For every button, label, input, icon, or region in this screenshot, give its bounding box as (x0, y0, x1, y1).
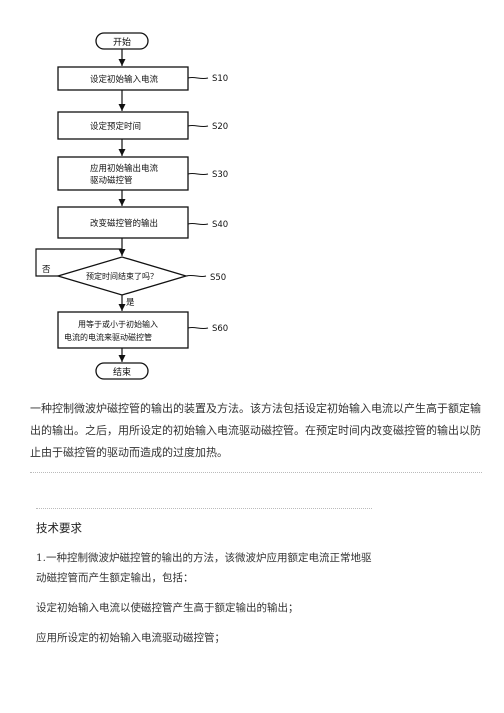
start-label: 开始 (113, 36, 131, 48)
step-text-s40: 改变磁控管的输出 (90, 218, 158, 229)
abstract-text: 一种控制微波炉磁控管的输出的装置及方法。该方法包括设定初始输入电流以产生高于额定… (30, 402, 481, 459)
flowchart: 开始 设定初始输入电流 S10 设定预定时间 S20 应用初始输出电流 驱动磁控… (35, 32, 228, 380)
step-text-s30-line2: 驱动磁控管 (90, 175, 133, 186)
claim-paragraph: 应用所设定的初始输入电流驱动磁控管； (36, 632, 225, 644)
divider (36, 508, 372, 509)
decision-text-s50: 预定时间结束了吗？ (86, 271, 158, 281)
step-ref-s20: S20 (212, 122, 228, 132)
step-box-s10 (57, 66, 189, 91)
step-ref-s10: S10 (212, 74, 228, 84)
step-ref-s30: S30 (212, 170, 228, 180)
step-box-s60 (57, 311, 189, 349)
step-text-s10: 设定初始输入电流 (90, 74, 159, 85)
step-text-s60-line1: 用等于或小于初始输入 (78, 319, 158, 329)
step-ref-s60: S60 (212, 324, 228, 334)
claims-heading: 技术要求 (36, 521, 82, 535)
yes-label: 是 (126, 298, 135, 308)
step-text-s30-line1: 应用初始输出电流 (90, 163, 159, 174)
claim-paragraph: 设定初始输入电流以使磁控管产生高于额定输出的输出； (36, 602, 299, 614)
end-label: 结束 (113, 366, 131, 378)
end-terminal (95, 362, 149, 380)
step-ref-s50: S50 (210, 273, 226, 283)
step-box-s30 (57, 156, 189, 191)
no-label: 否 (42, 265, 51, 275)
claims-section: 技术要求 1.一种控制微波炉磁控管的输出的方法，该微波炉应用额定电流正常地驱动磁… (36, 520, 476, 658)
step-text-s20: 设定预定时间 (90, 121, 141, 132)
step-text-s60-line2: 电流的电流来驱动磁控管 (64, 332, 152, 342)
step-box-s40 (57, 206, 189, 239)
divider (30, 472, 482, 473)
step-ref-s40: S40 (212, 220, 228, 230)
claim-paragraph: 1.一种控制微波炉磁控管的输出的方法，该微波炉应用额定电流正常地驱动磁控管而产生… (36, 552, 372, 584)
